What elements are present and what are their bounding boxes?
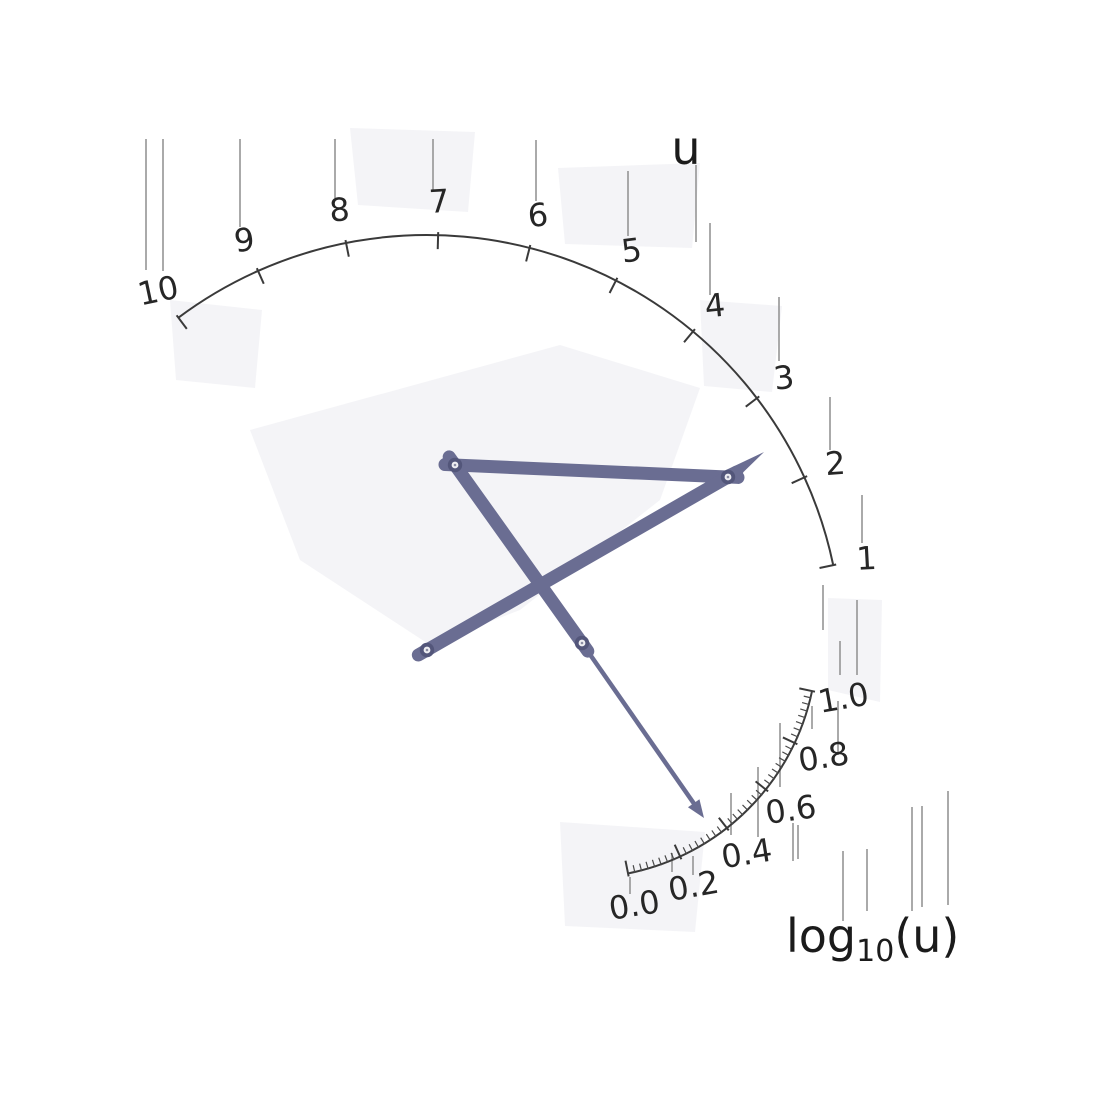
log-scale-tick [673, 844, 683, 860]
u-scale-tick-label: 10 [134, 268, 182, 314]
log-scale-minor-tick [790, 733, 799, 738]
shading-artifact [700, 300, 782, 392]
log-scale-tick [718, 817, 730, 832]
log-scale-tick-label: 0.8 [796, 734, 852, 779]
log-scale-minor-tick [651, 859, 656, 868]
log-scale-tick-label: 0.0 [606, 882, 662, 927]
log-scale-minor-tick [670, 852, 675, 861]
linkage-bar [442, 450, 595, 658]
log-scale-minor-tick [801, 701, 810, 706]
shading-artifact [560, 822, 705, 932]
log-scale-minor-tick [751, 794, 759, 802]
log-scale-minor-tick [785, 745, 793, 751]
u-scale-tick-label: 3 [772, 358, 797, 398]
log-scale-minor-tick [746, 799, 754, 807]
log-scale-tick [799, 687, 816, 693]
u-scale-tick [175, 314, 188, 330]
pivot-joint-dot [453, 463, 457, 467]
log-scale-tick [754, 780, 769, 793]
log-scale-minor-tick [632, 865, 636, 874]
pivot-joint-dot [580, 641, 584, 645]
log-scale-tick-label: 1.0 [815, 675, 872, 721]
log-pointer-shaft [580, 641, 698, 808]
u-scale-arc [177, 234, 835, 566]
log-axis-title-sub: 10 [856, 934, 894, 969]
shading-artifact [350, 128, 475, 212]
u-scale-tick-label: 6 [526, 195, 550, 235]
log-scale-minor-tick [727, 817, 734, 825]
linkage-bar [438, 458, 745, 484]
shading-artifact [170, 300, 262, 388]
log-scale-tick-label: 0.6 [763, 787, 819, 832]
log-scale-tick [782, 736, 798, 746]
u-scale-tick [525, 244, 532, 262]
log-scale-minor-tick [711, 830, 717, 838]
log-scale-minor-tick [763, 779, 772, 786]
log-pointer-arrowhead [687, 799, 704, 818]
log-scale-minor-tick [688, 843, 694, 852]
log-scale-minor-tick [771, 768, 780, 774]
u-axis-title: u [671, 121, 700, 175]
log-scale-minor-tick [694, 840, 700, 849]
log-axis-title-post: (u) [894, 909, 959, 963]
log-scale-minor-tick [795, 721, 804, 725]
log-scale-minor-tick [775, 762, 783, 769]
log-scale-minor-tick [645, 861, 649, 870]
log-scale-minor-tick [682, 847, 688, 855]
u-scale-tick-label: 5 [619, 230, 644, 270]
u-scale-tick-label: 4 [703, 286, 727, 326]
log-scale-minor-tick [793, 727, 802, 732]
u-scale-tick [683, 328, 696, 343]
u-scale-tick [791, 475, 808, 485]
u-scale-tick-label: 8 [328, 190, 351, 229]
log-scale-minor-tick [798, 714, 807, 719]
log-scale-minor-tick [716, 826, 723, 834]
log-axis-title: log10(u) [786, 909, 959, 969]
u-scale-tick-label: 9 [232, 220, 257, 260]
log-scale-minor-tick [700, 837, 706, 845]
u-scale-tick-label: 2 [824, 444, 847, 483]
log-scale-minor-tick [803, 695, 812, 699]
pivot-joint-dot [425, 648, 429, 652]
u-scale-tick [745, 395, 760, 408]
u-scale-tick [608, 277, 619, 294]
u-scale-tick [255, 267, 265, 285]
log-scale-minor-tick [705, 833, 712, 842]
log-scale-minor-tick [800, 708, 809, 712]
log-scale-minor-tick [658, 857, 662, 866]
log-scale-minor-tick [737, 809, 744, 816]
log-scale-minor-tick [742, 804, 749, 812]
shading-artifact [828, 598, 882, 702]
log-scale-minor-tick [782, 751, 790, 757]
pivot-joint-dot [726, 475, 730, 479]
linkage-bar [411, 465, 744, 662]
u-scale-tick [344, 239, 350, 257]
u-scale-tick-label: 7 [428, 182, 450, 221]
log-scale-minor-tick [778, 757, 787, 763]
log-scale-minor-tick [767, 773, 776, 780]
u-scale-tick-label: 1 [855, 539, 877, 578]
u-scale-tick [819, 563, 837, 569]
log-scale-tick-label: 0.4 [719, 831, 775, 876]
u-pointer-arrow [725, 452, 764, 482]
log-axis-title-pre: log [786, 909, 856, 963]
log-scale-tick-label: 0.2 [665, 863, 722, 909]
log-scale-tick [624, 860, 630, 877]
log-scale-minor-tick [639, 863, 643, 872]
log-scale-minor-tick [664, 855, 669, 864]
shading-artifact [558, 163, 700, 248]
log-scale-minor-tick [755, 789, 763, 796]
log-scale-minor-tick [732, 813, 739, 821]
